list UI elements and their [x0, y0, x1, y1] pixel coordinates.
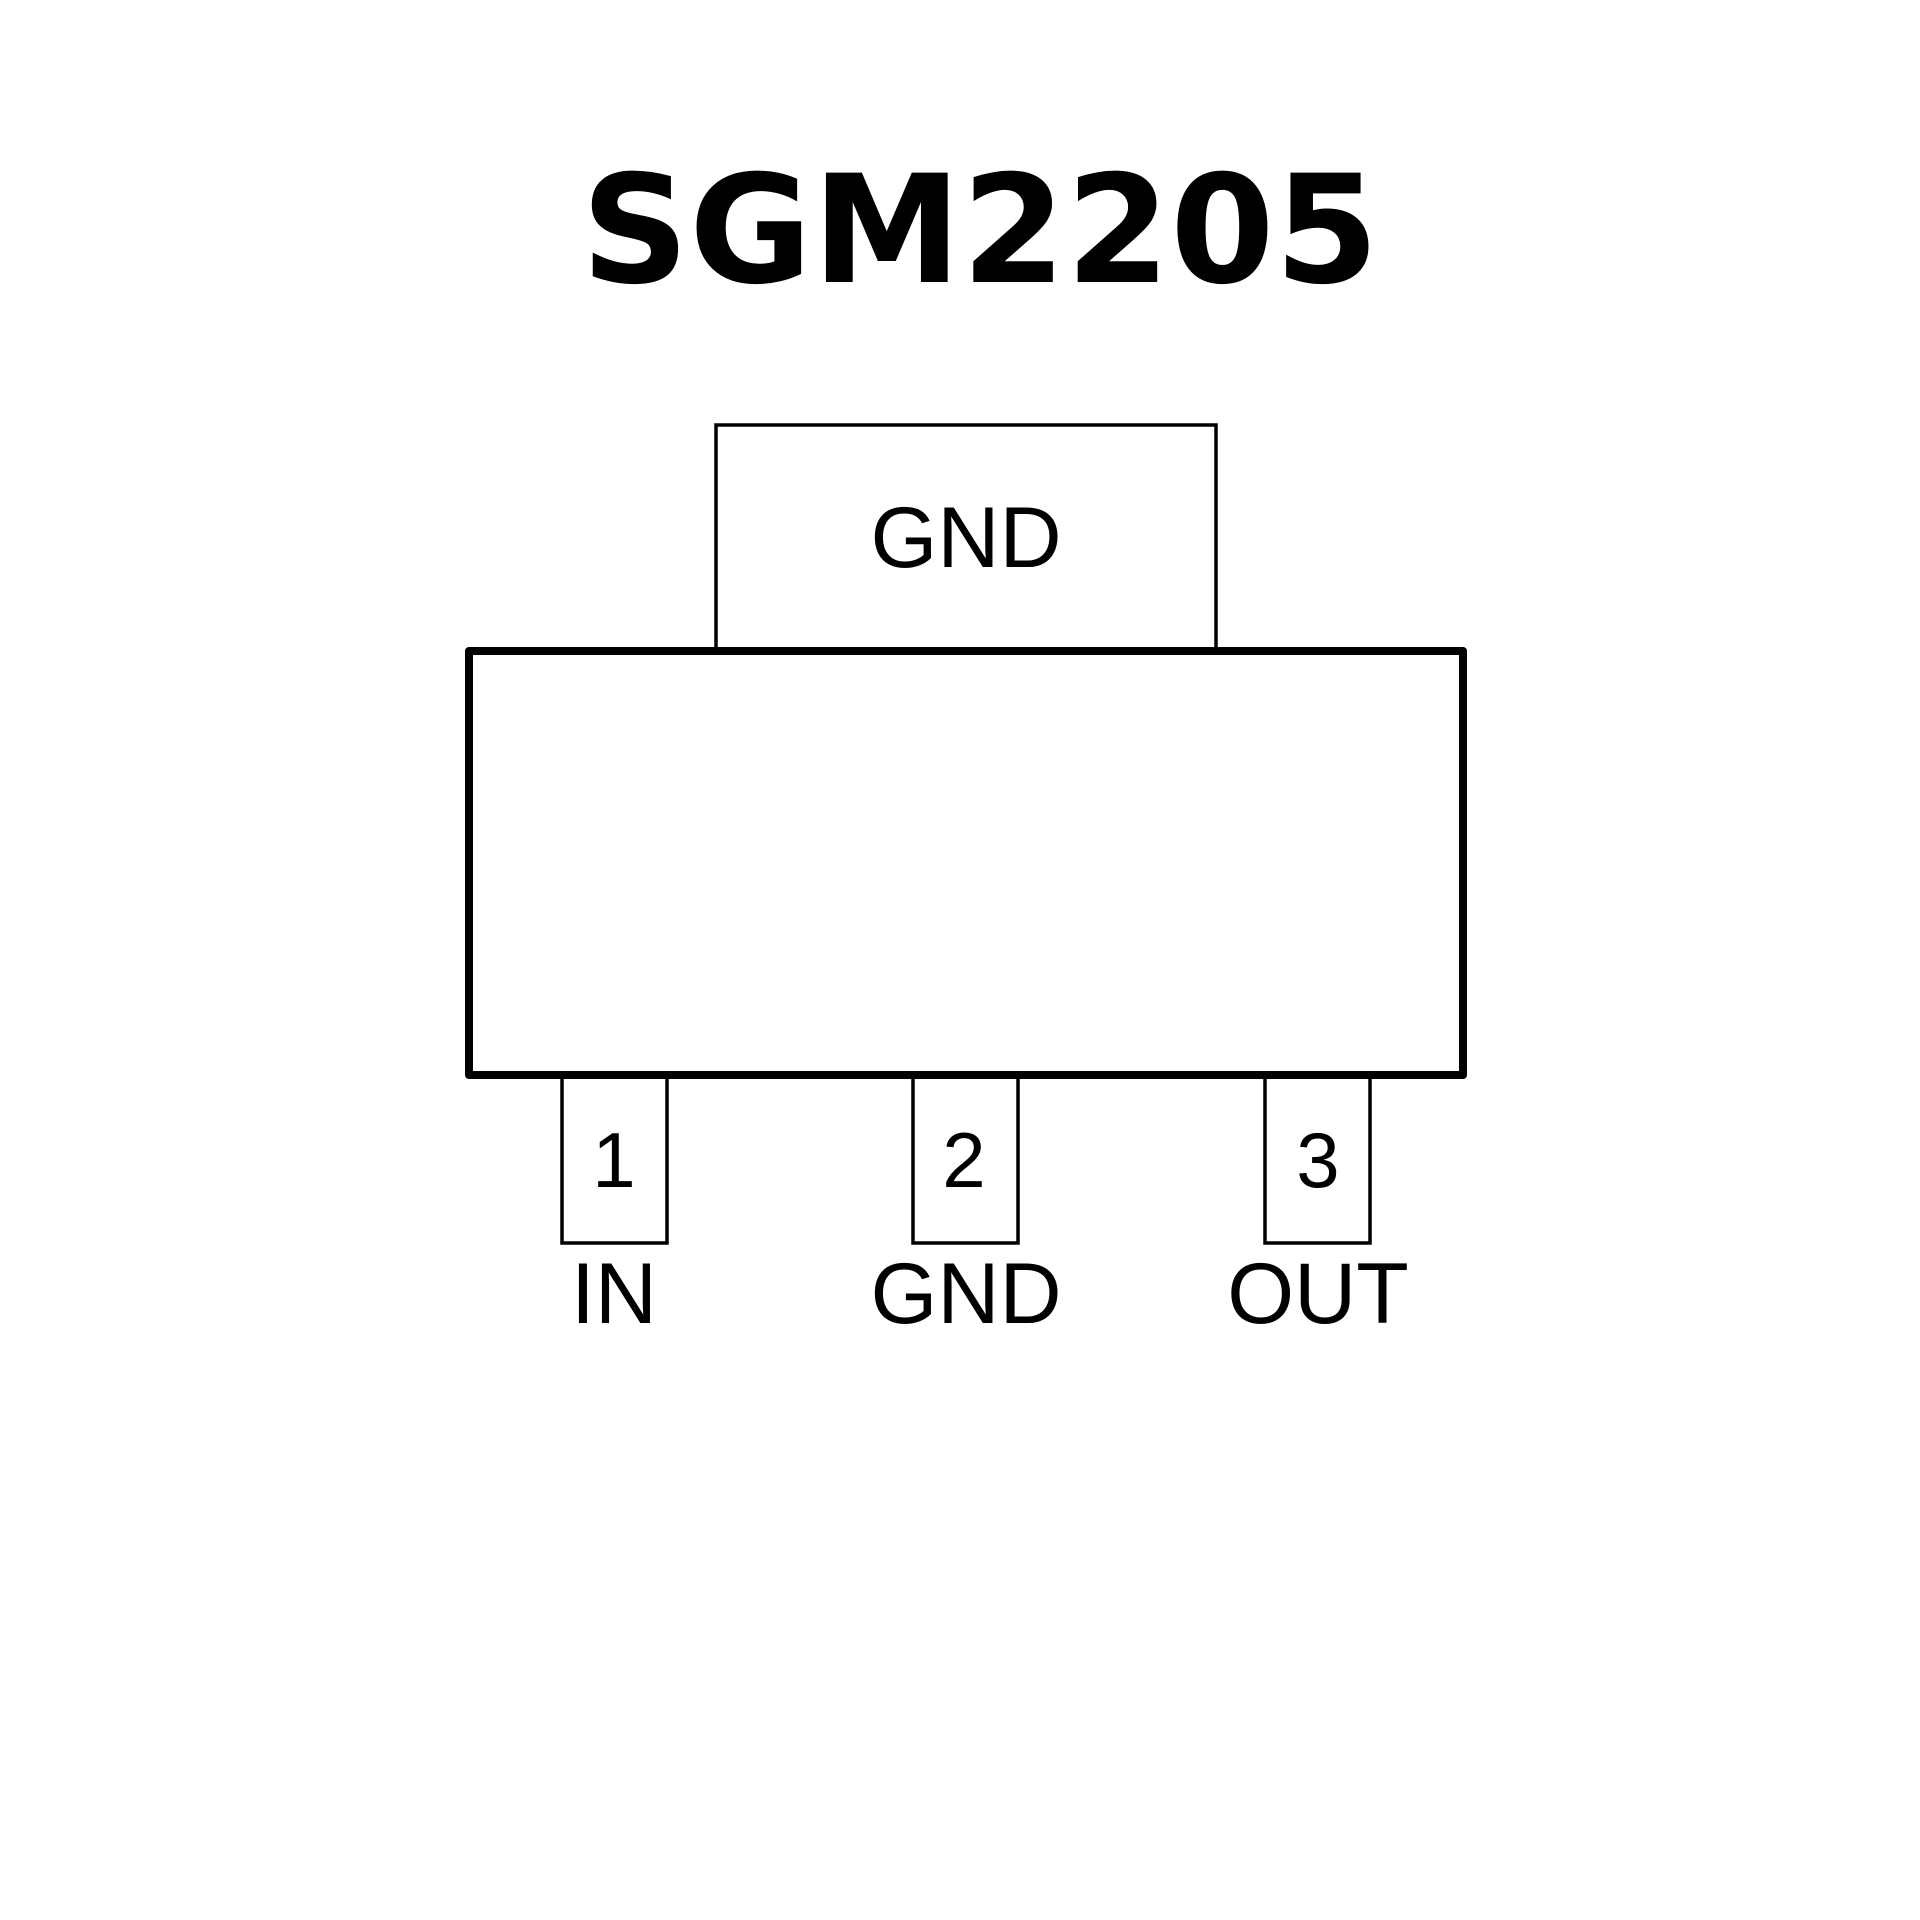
pin-3-outline — [1263, 1075, 1372, 1245]
tab-label: GND — [870, 490, 1061, 586]
pin-2-number: 2 — [942, 1116, 985, 1204]
pin-3-name: OUT — [1227, 1246, 1409, 1342]
chip-title: SGM2205 — [581, 144, 1379, 318]
pin-1-outline — [560, 1075, 669, 1245]
pin-3-number: 3 — [1296, 1116, 1339, 1204]
pin-2-outline — [911, 1075, 1020, 1245]
pin-2-name: GND — [870, 1246, 1061, 1342]
package-body — [465, 647, 1467, 1079]
pin-1-number: 1 — [592, 1116, 635, 1204]
pin-1-name: IN — [571, 1246, 657, 1342]
